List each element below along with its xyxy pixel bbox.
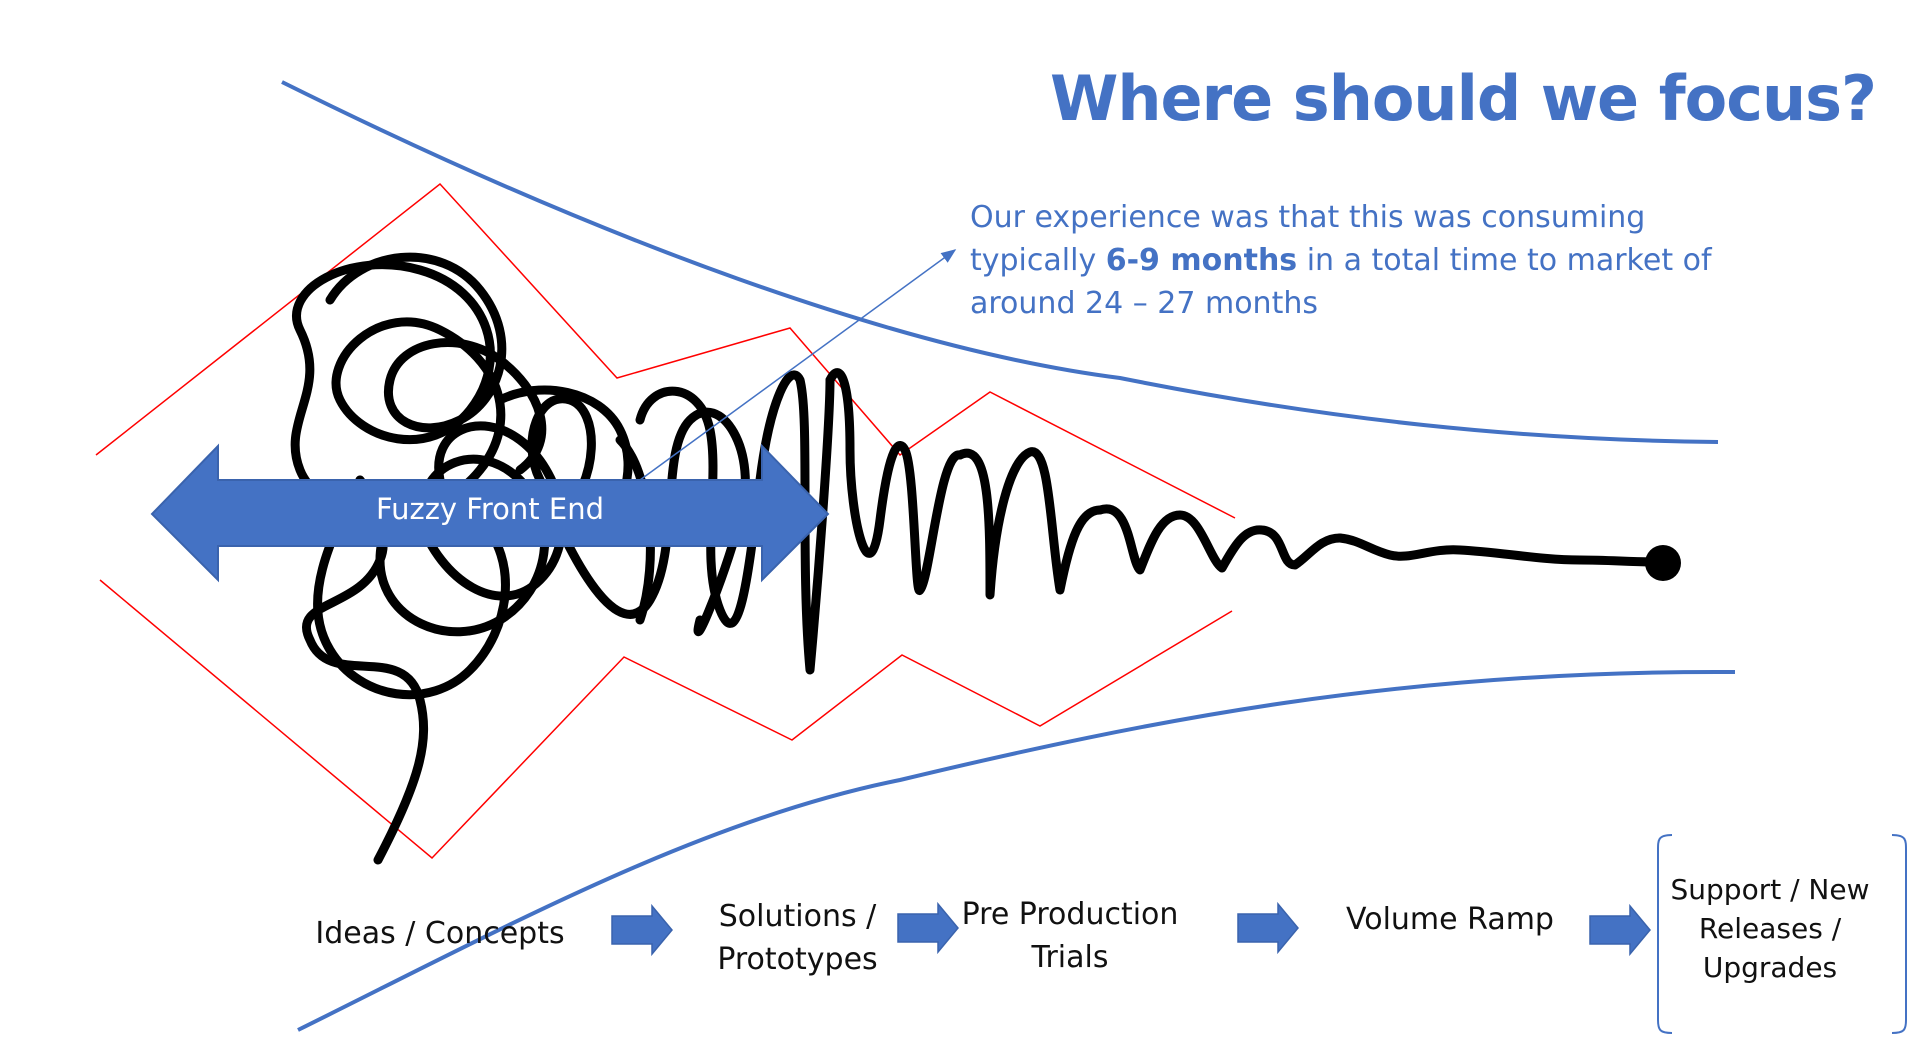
stage-arrow-2 <box>897 901 959 955</box>
stage-pre-production-trials: Pre Production Trials <box>945 893 1195 979</box>
chaos-scribble <box>290 252 1665 865</box>
stage-label-line: Support / New <box>1670 873 1870 906</box>
stage-arrow-1 <box>611 903 673 957</box>
stage-label-line: Prototypes <box>717 942 878 977</box>
stage-label-line: Solutions / <box>718 899 877 934</box>
final-stage-bracket-right <box>1891 834 1907 1034</box>
stage-label-line: Pre Production <box>961 897 1179 932</box>
funnel-top-curve <box>281 80 1719 444</box>
callout-text-start: Our experience was that this was consumi… <box>970 200 1646 278</box>
stage-label-line: Upgrades <box>1702 951 1838 984</box>
stage-label-line: Volume Ramp <box>1346 902 1554 937</box>
zigzag-top <box>95 182 1236 519</box>
stage-support-releases-upgrades: Support / New Releases / Upgrades <box>1660 870 1880 987</box>
stage-volume-ramp: Volume Ramp <box>1320 898 1580 941</box>
stage-arrow-4 <box>1589 903 1651 957</box>
page-title: Where should we focus? <box>1050 62 1877 135</box>
callout-text-end: in a total time to market of around 24 –… <box>970 243 1712 321</box>
stage-label-line: Ideas / Concepts <box>315 916 565 951</box>
stage-label-line: Trials <box>1031 940 1109 975</box>
callout-emphasis: 6-9 months <box>1105 243 1298 278</box>
stage-arrow-3 <box>1237 901 1299 955</box>
stage-label-line: Releases / <box>1698 912 1842 945</box>
fuzzy-front-end-label: Fuzzy Front End <box>376 492 604 526</box>
zigzag-bottom <box>99 579 1233 860</box>
scribble-end-dot <box>1645 545 1681 581</box>
experience-callout: Our experience was that this was consumi… <box>970 196 1730 325</box>
final-stage-bracket-left <box>1657 834 1673 1034</box>
funnel-bottom-curve <box>297 669 1736 1032</box>
fuzzy-front-end-arrow <box>150 443 830 583</box>
callout-pointer <box>639 249 957 481</box>
stage-ideas-concepts: Ideas / Concepts <box>300 912 580 955</box>
stage-solutions-prototypes: Solutions / Prototypes <box>690 895 905 981</box>
